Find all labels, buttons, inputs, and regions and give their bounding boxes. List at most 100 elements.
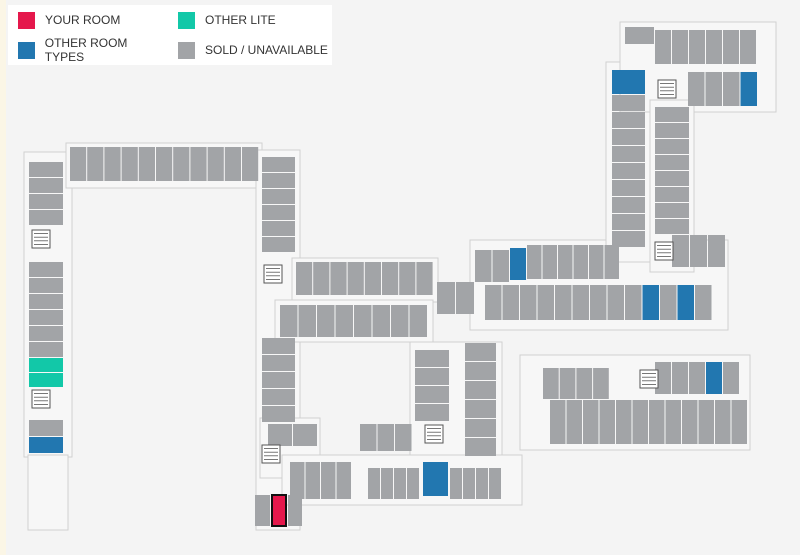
room-sold[interactable] bbox=[330, 262, 347, 295]
room-sold[interactable] bbox=[409, 305, 428, 337]
room-sold[interactable] bbox=[262, 173, 295, 188]
room-sold[interactable] bbox=[612, 163, 645, 179]
room-sold[interactable] bbox=[29, 210, 63, 225]
room-other-type[interactable] bbox=[642, 285, 660, 320]
room-sold[interactable] bbox=[456, 282, 474, 314]
room-sold[interactable] bbox=[740, 30, 756, 64]
room-sold[interactable] bbox=[542, 245, 558, 279]
room-sold[interactable] bbox=[705, 72, 723, 106]
room-sold[interactable] bbox=[415, 368, 449, 385]
room-sold[interactable] bbox=[395, 424, 412, 451]
room-sold[interactable] bbox=[296, 262, 313, 295]
room-sold[interactable] bbox=[655, 171, 689, 186]
room-your-room[interactable] bbox=[271, 494, 287, 527]
room-sold[interactable] bbox=[280, 305, 298, 337]
room-sold[interactable] bbox=[262, 237, 295, 252]
room-sold[interactable] bbox=[104, 147, 121, 181]
room-other-type[interactable] bbox=[612, 70, 645, 94]
room-sold[interactable] bbox=[612, 231, 645, 247]
room-sold[interactable] bbox=[723, 30, 739, 64]
room-sold[interactable] bbox=[138, 147, 155, 181]
room-sold[interactable] bbox=[660, 285, 677, 320]
room-sold[interactable] bbox=[437, 282, 455, 314]
room-sold[interactable] bbox=[612, 146, 645, 162]
room-sold[interactable] bbox=[173, 147, 190, 181]
room-sold[interactable] bbox=[29, 310, 63, 325]
room-sold[interactable] bbox=[590, 285, 607, 320]
room-sold[interactable] bbox=[262, 355, 295, 371]
room-other-lite[interactable] bbox=[29, 358, 63, 372]
room-sold[interactable] bbox=[465, 419, 496, 437]
room-sold[interactable] bbox=[589, 245, 604, 279]
room-sold[interactable] bbox=[262, 406, 295, 422]
room-sold[interactable] bbox=[465, 400, 496, 418]
room-sold[interactable] bbox=[465, 438, 496, 456]
room-sold[interactable] bbox=[381, 468, 393, 499]
room-sold[interactable] bbox=[29, 278, 63, 293]
room-sold[interactable] bbox=[689, 30, 705, 64]
room-sold[interactable] bbox=[394, 468, 406, 499]
room-sold[interactable] bbox=[305, 462, 321, 499]
room-sold[interactable] bbox=[415, 404, 449, 421]
room-sold[interactable] bbox=[29, 178, 63, 193]
room-sold[interactable] bbox=[616, 400, 632, 444]
room-sold[interactable] bbox=[708, 235, 725, 267]
room-sold[interactable] bbox=[450, 468, 462, 499]
room-sold[interactable] bbox=[612, 95, 645, 111]
room-sold[interactable] bbox=[672, 362, 688, 394]
room-sold[interactable] bbox=[655, 107, 689, 122]
room-sold[interactable] bbox=[70, 147, 87, 181]
room-sold[interactable] bbox=[723, 72, 740, 106]
room-sold[interactable] bbox=[655, 139, 689, 154]
room-sold[interactable] bbox=[731, 400, 748, 444]
room-sold[interactable] bbox=[224, 147, 241, 181]
room-sold[interactable] bbox=[558, 245, 573, 279]
room-sold[interactable] bbox=[655, 155, 689, 170]
room-sold[interactable] bbox=[682, 400, 698, 444]
room-sold[interactable] bbox=[288, 495, 302, 526]
room-sold[interactable] bbox=[612, 214, 645, 230]
room-sold[interactable] bbox=[604, 245, 620, 279]
room-sold[interactable] bbox=[550, 400, 566, 444]
room-sold[interactable] bbox=[690, 235, 707, 267]
room-other-lite[interactable] bbox=[29, 373, 63, 387]
room-sold[interactable] bbox=[354, 305, 372, 337]
room-sold[interactable] bbox=[465, 381, 496, 399]
room-sold[interactable] bbox=[566, 400, 583, 444]
room-sold[interactable] bbox=[29, 326, 63, 341]
room-sold[interactable] bbox=[665, 400, 682, 444]
room-sold[interactable] bbox=[407, 468, 419, 499]
room-sold[interactable] bbox=[655, 219, 689, 234]
room-sold[interactable] bbox=[583, 400, 599, 444]
room-sold[interactable] bbox=[502, 285, 520, 320]
room-sold[interactable] bbox=[475, 250, 492, 282]
room-sold[interactable] bbox=[416, 262, 433, 295]
room-other-type[interactable] bbox=[423, 462, 448, 496]
room-sold[interactable] bbox=[29, 294, 63, 309]
room-sold[interactable] bbox=[489, 468, 501, 499]
room-sold[interactable] bbox=[706, 30, 722, 64]
room-sold[interactable] bbox=[317, 305, 335, 337]
room-sold[interactable] bbox=[29, 194, 63, 209]
room-sold[interactable] bbox=[555, 285, 572, 320]
room-sold[interactable] bbox=[255, 495, 270, 526]
room-sold[interactable] bbox=[364, 262, 381, 295]
room-sold[interactable] bbox=[476, 468, 488, 499]
room-sold[interactable] bbox=[391, 305, 409, 337]
room-sold[interactable] bbox=[321, 462, 336, 499]
room-sold[interactable] bbox=[573, 245, 589, 279]
room-sold[interactable] bbox=[262, 189, 295, 204]
room-sold[interactable] bbox=[625, 285, 642, 320]
room-sold[interactable] bbox=[599, 400, 616, 444]
room-sold[interactable] bbox=[723, 362, 739, 394]
room-sold[interactable] bbox=[156, 147, 173, 181]
room-sold[interactable] bbox=[368, 468, 380, 499]
room-sold[interactable] bbox=[593, 368, 609, 399]
room-sold[interactable] bbox=[572, 285, 590, 320]
room-sold[interactable] bbox=[520, 285, 537, 320]
room-sold[interactable] bbox=[242, 147, 259, 181]
room-sold[interactable] bbox=[492, 250, 510, 282]
room-sold[interactable] bbox=[347, 262, 364, 295]
room-sold[interactable] bbox=[649, 400, 665, 444]
room-sold[interactable] bbox=[612, 112, 645, 128]
